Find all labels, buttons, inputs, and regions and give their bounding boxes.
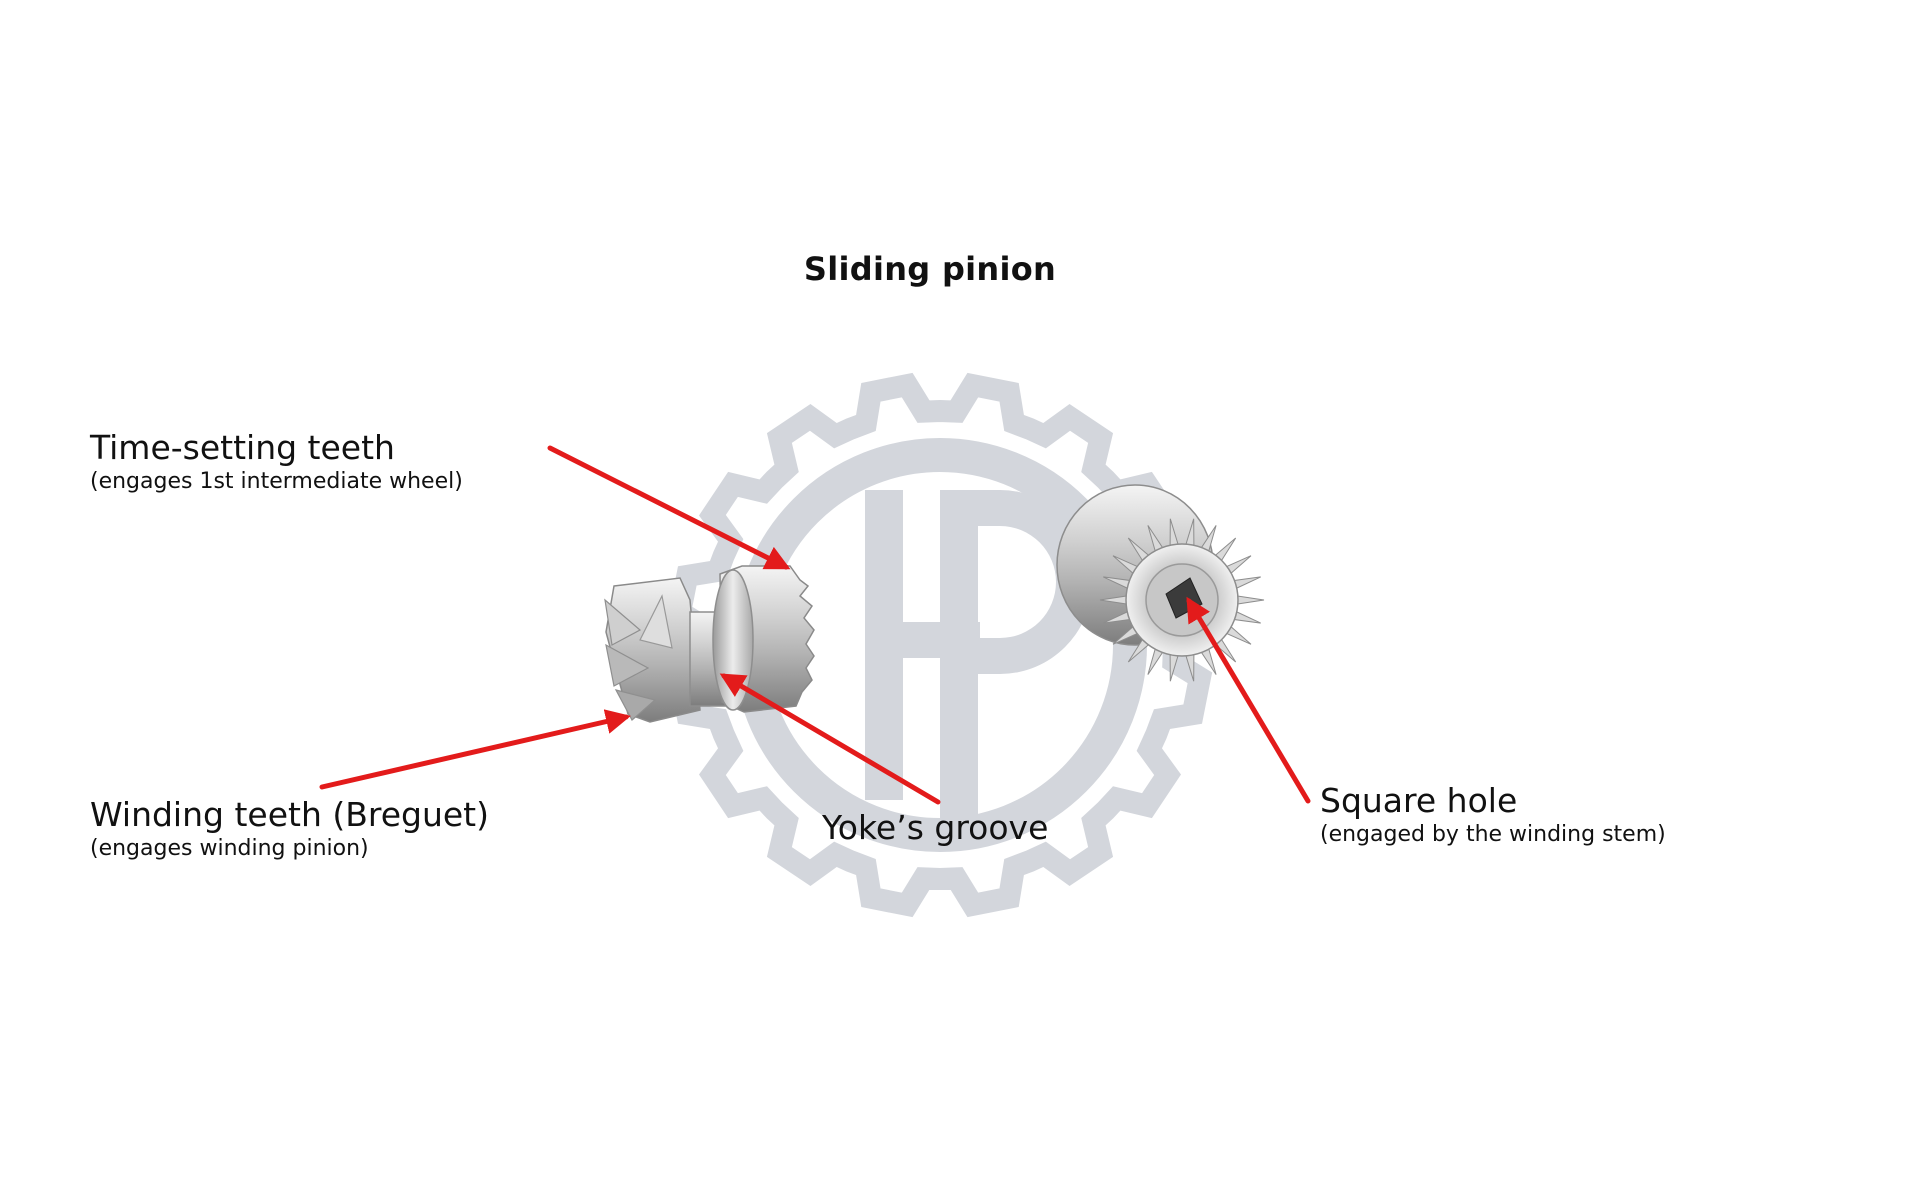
arrow-yoke (719, 673, 941, 805)
label-sub: (engages winding pinion) (90, 836, 369, 861)
winding-teeth-block (605, 577, 701, 723)
label-winding-teeth: Winding teeth (Breguet) (engages winding… (90, 795, 489, 863)
leader-arrows (319, 445, 1311, 805)
arrow-winding (319, 709, 631, 790)
label-main: Yoke’s groove (822, 808, 1049, 847)
sliding-pinion-end-view (1056, 484, 1265, 682)
label-sub: (engaged by the winding stem) (1320, 822, 1666, 847)
sliding-pinion-side-view (604, 565, 815, 723)
label-main: Time-setting teeth (90, 428, 395, 467)
label-time-setting-teeth: Time-setting teeth (engages 1st intermed… (90, 428, 463, 496)
label-main: Square hole (1320, 781, 1518, 820)
label-main: Winding teeth (Breguet) (90, 795, 489, 834)
hp-monogram (865, 490, 1092, 820)
breguet-tooth (604, 598, 642, 646)
label-sub: (engages 1st intermediate wheel) (90, 469, 463, 494)
breguet-tooth (614, 689, 657, 721)
label-square-hole: Square hole (engaged by the winding stem… (1320, 781, 1666, 849)
diagram-title: Sliding pinion (803, 250, 1057, 288)
crown-tooth (1235, 595, 1265, 605)
breguet-tooth (639, 594, 673, 649)
arrow-square-hole (1186, 596, 1311, 804)
label-yokes-groove: Yoke’s groove (822, 808, 1048, 848)
breguet-tooth (605, 643, 650, 687)
arrow-time-setting (547, 445, 791, 570)
